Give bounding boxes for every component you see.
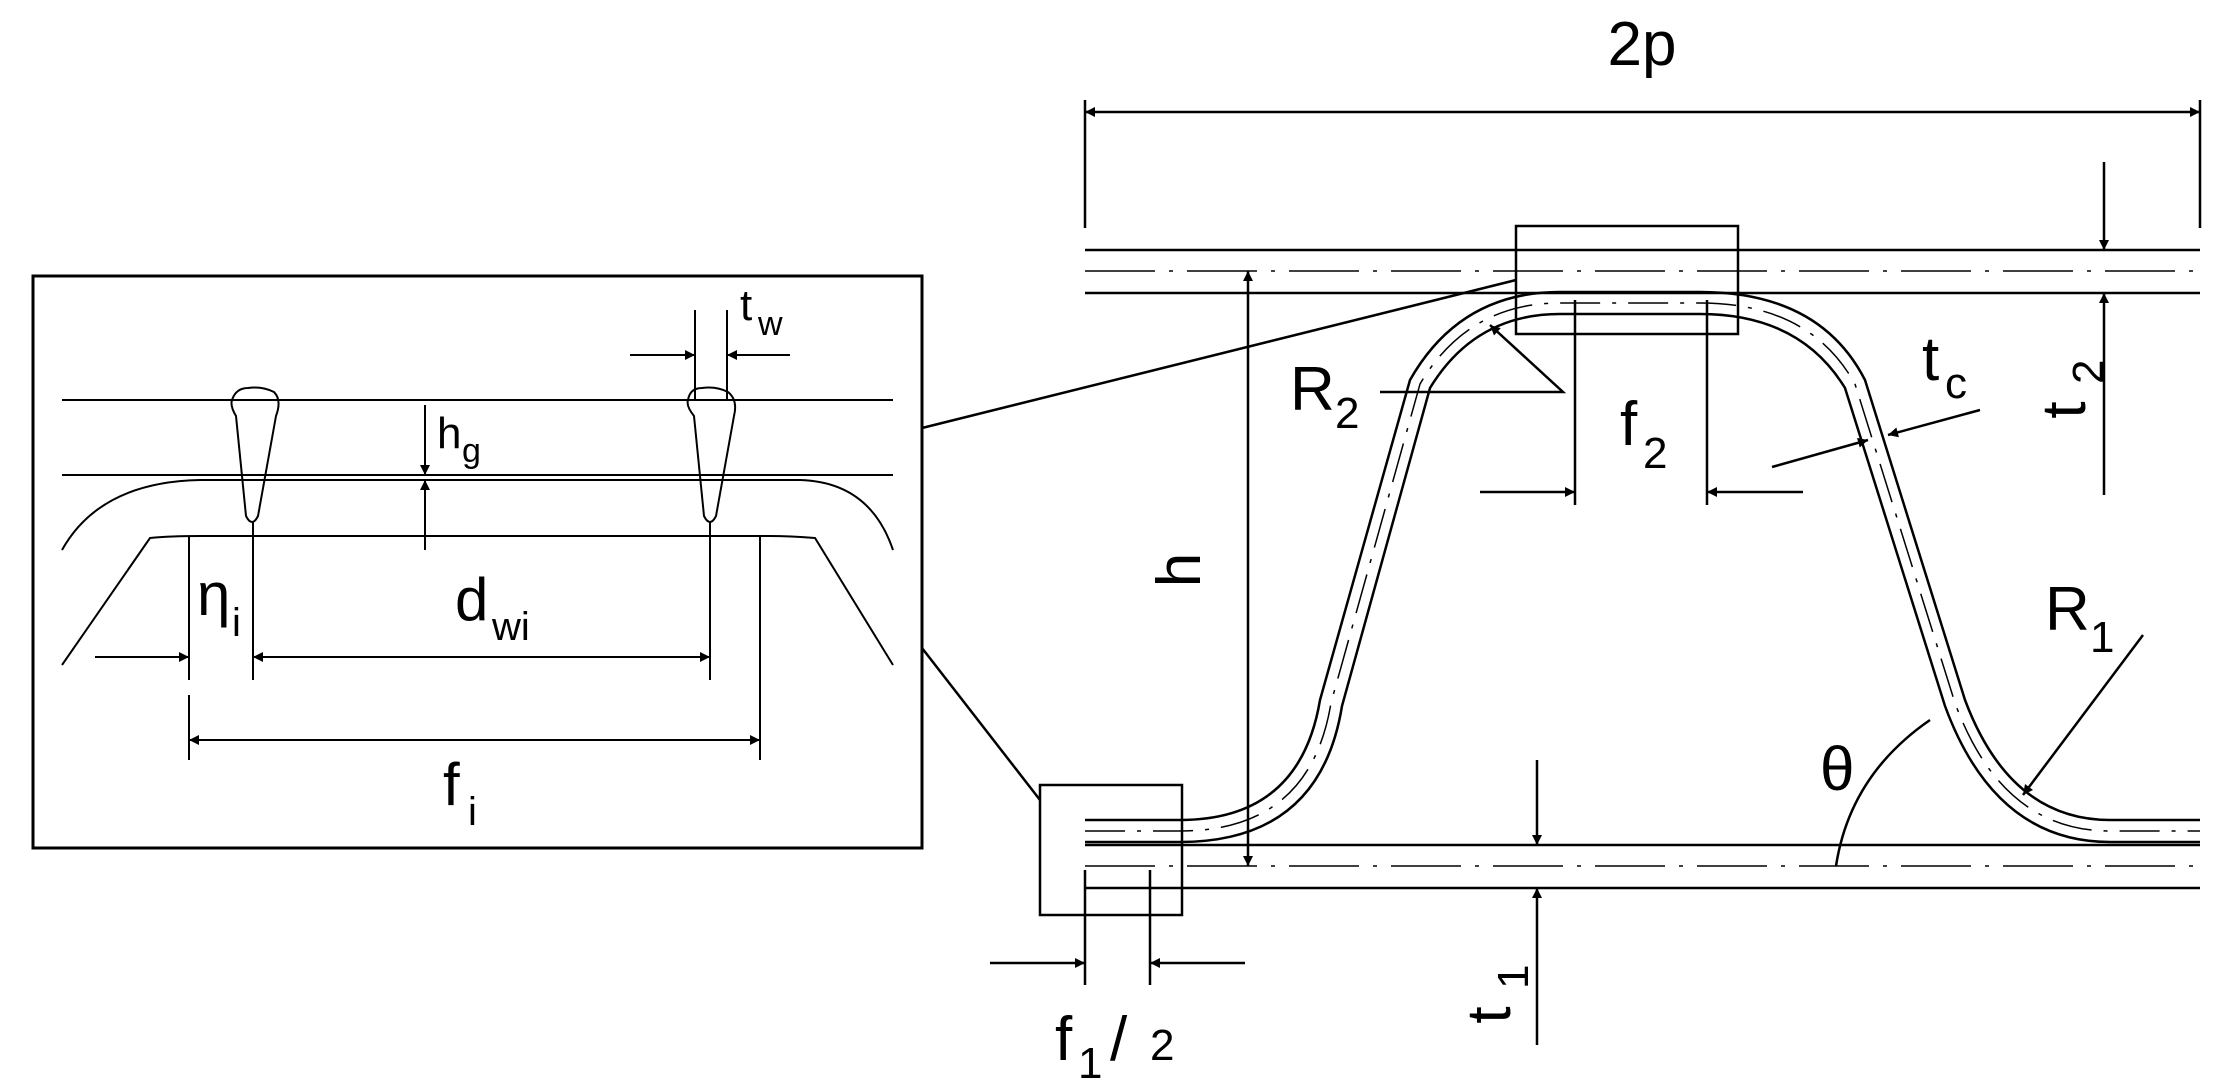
svg-text:1: 1 (1489, 965, 1538, 989)
svg-text:1: 1 (2090, 613, 2114, 662)
svg-text:h: h (437, 409, 461, 458)
weld-bead-right (686, 386, 737, 523)
dwi-label: d wi (455, 566, 530, 649)
f2-label: f 2 (1620, 390, 1667, 478)
svg-text:w: w (757, 305, 783, 343)
svg-text:R: R (2045, 575, 2090, 644)
svg-text:t: t (1922, 325, 1939, 394)
svg-text:g: g (462, 432, 481, 470)
zoom-line-bottom (921, 647, 1041, 801)
theta-label: θ (1820, 735, 1854, 804)
tc-label: t c (1922, 325, 1967, 408)
r1-label: R 1 (2045, 575, 2114, 662)
r1-leader (2022, 634, 2144, 796)
tc-arrow-lower (1771, 437, 1869, 469)
svg-text:R: R (1290, 355, 1335, 424)
r2-label: R 2 (1290, 355, 1359, 438)
svg-text:1: 1 (1078, 1039, 1102, 1088)
svg-text:t: t (2030, 401, 2099, 418)
h-label: h (1145, 553, 1214, 587)
main-cross-section (921, 100, 2202, 1045)
theta-arc (1834, 718, 1931, 867)
svg-text:c: c (1945, 359, 1967, 408)
svg-text:i: i (232, 601, 241, 645)
tw-label: t w (740, 281, 783, 343)
two-p-label: 2p (1608, 10, 1677, 79)
svg-text:t: t (1455, 1006, 1524, 1023)
upper-weld-box (1514, 224, 1740, 336)
svg-text:d: d (455, 566, 488, 633)
t2-label: t 2 (2030, 360, 2113, 419)
svg-text:2: 2 (1643, 429, 1667, 478)
zoom-line-top (921, 278, 1517, 430)
svg-text:f: f (443, 751, 460, 818)
r2-leader (1380, 324, 1567, 394)
core-outer-edge (1085, 290, 2200, 822)
svg-text:/: / (1110, 1005, 1128, 1074)
weld-detail-inset (31, 274, 924, 850)
f1-half-label: f 1 / 2 (1055, 1005, 1174, 1088)
svg-text:f: f (1620, 390, 1638, 459)
svg-text:η: η (197, 561, 230, 628)
svg-text:f: f (1055, 1005, 1073, 1074)
core-inner-edge (1085, 312, 2200, 844)
hg-label: h g (437, 409, 481, 470)
detail-frame (31, 274, 924, 850)
svg-text:2: 2 (1150, 1021, 1174, 1070)
detail-core-inner (61, 535, 894, 666)
svg-text:i: i (468, 790, 477, 834)
core-centerline (1085, 302, 2200, 832)
fi-label: f i (443, 751, 477, 834)
weld-bead-left (230, 386, 280, 523)
svg-text:t: t (740, 281, 752, 330)
lower-weld-box (1038, 783, 1184, 917)
detail-core-outer (61, 479, 894, 551)
eta-label: η i (197, 561, 241, 645)
svg-text:2: 2 (1335, 389, 1359, 438)
svg-text:wi: wi (491, 605, 530, 649)
t1-label: t 1 (1455, 965, 1538, 1024)
svg-text:2: 2 (2064, 360, 2113, 384)
tc-arrow-upper (1887, 408, 1981, 438)
